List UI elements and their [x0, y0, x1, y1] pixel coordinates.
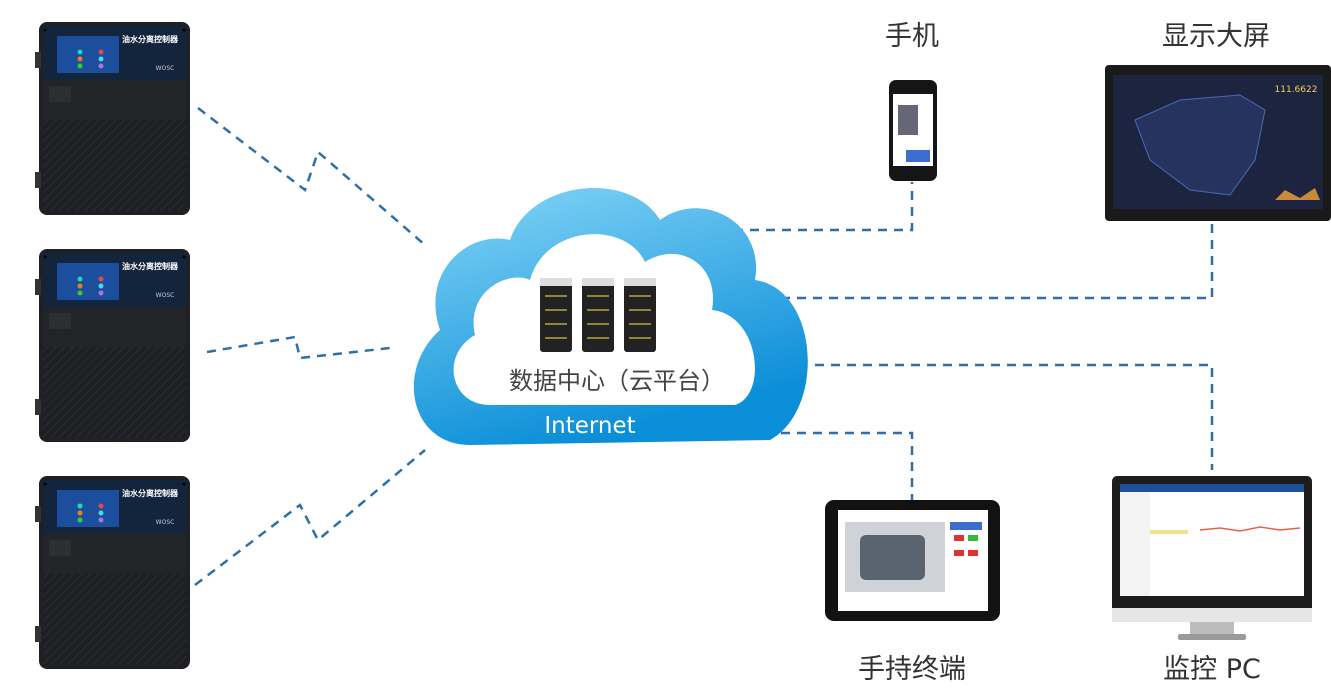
server-icon	[540, 278, 656, 352]
controller-title: 油水分离控制器	[122, 488, 179, 498]
wireless-link-1	[197, 107, 426, 246]
link-tablet	[765, 431, 914, 500]
controller-3: 油水分离控制器 WOSC	[35, 476, 190, 669]
pc-label: 监控 PC	[1163, 654, 1261, 685]
phone-label: 手机	[885, 21, 939, 52]
pc-monitor-device	[1112, 476, 1312, 640]
controller-model: WOSC	[156, 65, 175, 72]
link-big-screen	[765, 222, 1214, 300]
link-phone	[718, 182, 914, 232]
controller-1: 油水分离控制器 WOSC	[35, 22, 190, 215]
controller-title: 油水分离控制器	[122, 261, 179, 271]
tablet-label: 手持终端	[858, 654, 966, 685]
wireless-link-2	[206, 335, 391, 360]
big-screen-device: 111.6622	[1105, 65, 1331, 221]
controller-model: WOSC	[156, 519, 175, 526]
big-screen-label: 显示大屏	[1162, 21, 1270, 52]
controller-2: 油水分离控制器 WOSC	[35, 249, 190, 442]
tablet-device	[825, 500, 1000, 621]
phone-device	[889, 80, 937, 181]
big-screen-value: 111.6622	[1275, 85, 1318, 95]
wireless-link-3	[194, 449, 426, 586]
link-pc	[815, 363, 1214, 470]
cloud-platform: 数据中心（云平台） Internet	[413, 187, 808, 446]
controller-model: WOSC	[156, 292, 175, 299]
cloud-title: 数据中心（云平台）	[509, 367, 725, 395]
network-label: Internet	[544, 413, 635, 439]
controller-title: 油水分离控制器	[122, 34, 179, 44]
